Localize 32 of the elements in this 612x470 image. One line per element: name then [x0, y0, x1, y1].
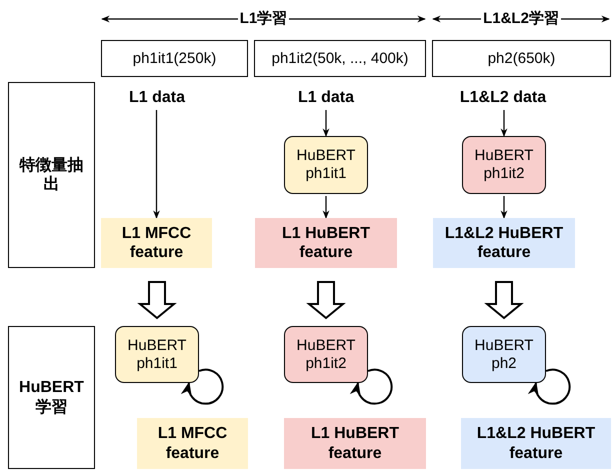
- model-box: HuBERT ph2: [462, 326, 546, 383]
- feature-box: L1 MFCC feature: [101, 218, 212, 268]
- arrow: [322, 196, 330, 219]
- self-loop-arrow: [182, 368, 224, 405]
- self-loop-arrow: [350, 368, 393, 405]
- arrow: [153, 110, 160, 219]
- feature-box: L1 HuBERT feature: [284, 418, 426, 469]
- arrow: [322, 110, 330, 137]
- stage-label: L1学習: [238, 10, 290, 28]
- self-loop-arrow: [528, 368, 571, 405]
- block-arrow: [137, 281, 177, 320]
- model-box: HuBERT ph1it2: [462, 136, 546, 194]
- feature-box: L1 MFCC feature: [137, 418, 248, 469]
- input-data-text: L1 data: [122, 88, 192, 108]
- input-data-text: L1 data: [291, 88, 361, 108]
- block-arrow: [306, 281, 346, 320]
- row-header-box: HuBERT学習: [8, 326, 95, 469]
- row-header-box: 特徴量抽出: [8, 82, 95, 268]
- arrow: [500, 110, 508, 137]
- arrow: [500, 196, 508, 219]
- model-box: HuBERT ph1it1: [284, 136, 368, 194]
- input-data-text: L1&L2 data: [455, 88, 551, 108]
- feature-box: L1 HuBERT feature: [255, 218, 397, 268]
- stage-box: ph2(650k): [432, 40, 611, 77]
- stage-box: ph1it1(250k): [101, 40, 248, 77]
- model-box: HuBERT ph1it2: [284, 326, 368, 383]
- stage-box: ph1it2(50k, ..., 400k): [254, 40, 426, 77]
- stage-label: L1&L2学習: [481, 10, 561, 28]
- block-arrow: [484, 281, 524, 320]
- feature-box: L1&L2 HuBERT feature: [461, 418, 611, 469]
- model-box: HuBERT ph1it1: [115, 326, 199, 383]
- feature-box: L1&L2 HuBERT feature: [433, 218, 575, 268]
